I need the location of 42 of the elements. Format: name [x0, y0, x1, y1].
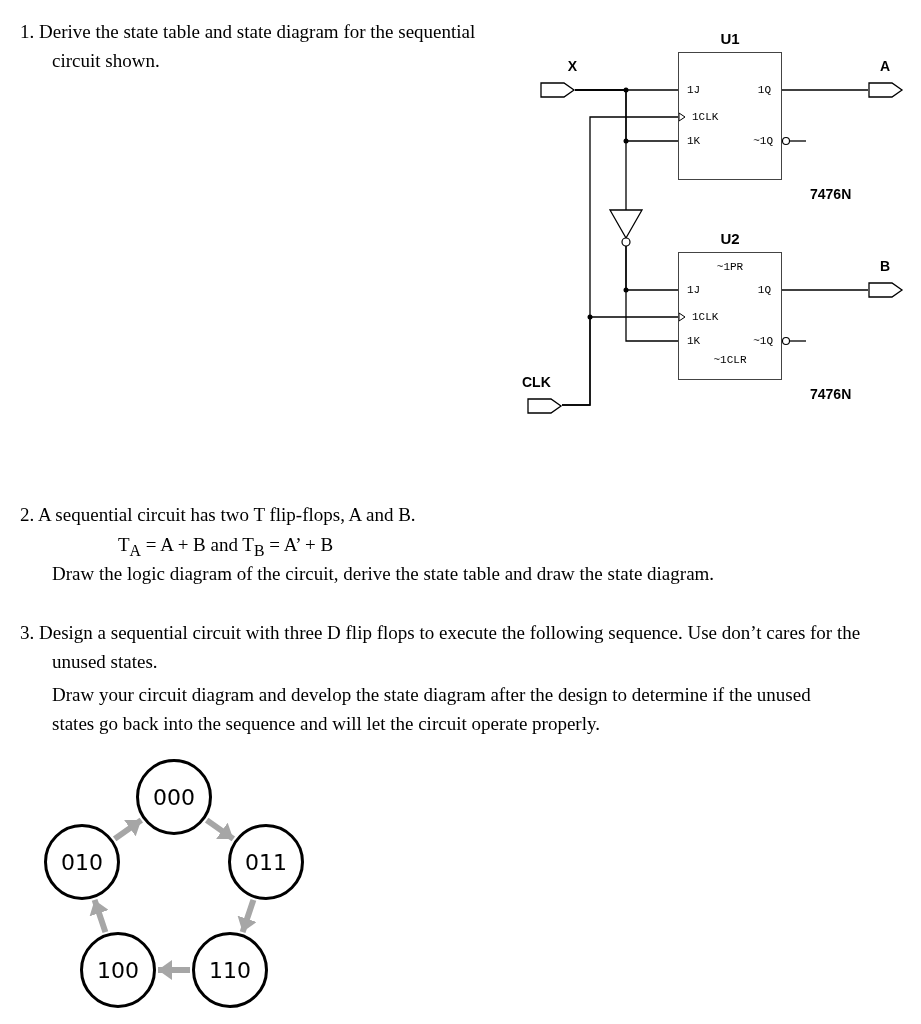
- wire: [561, 316, 679, 406]
- wire: [781, 289, 869, 291]
- pin-label: 1Q: [757, 84, 771, 97]
- question-text: 1. Derive the state table and state diagram for the sequential circuit shown.: [20, 20, 477, 73]
- state-circle: 000: [136, 759, 212, 835]
- part-number: 7476N: [810, 186, 852, 202]
- pin-label: 1Q: [757, 284, 771, 297]
- port-label: A: [878, 58, 892, 74]
- state-circle: 100: [80, 932, 156, 1008]
- pin-label: 1J: [687, 284, 701, 297]
- question-text: 2. A sequential circuit has two T flip-flops, A and B.: [20, 503, 417, 527]
- pin-label: 1K: [687, 335, 701, 348]
- pin-label: ~1Q: [753, 335, 773, 348]
- transition-arrow: [158, 960, 190, 980]
- transition-arrow: [112, 817, 144, 842]
- transition-arrow: [204, 817, 236, 842]
- port-label: B: [878, 258, 892, 274]
- state-circle: 010: [44, 824, 120, 900]
- transition-arrow: [237, 898, 257, 934]
- pin-label: ~1PR: [715, 261, 745, 274]
- pin-label: ~1CLR: [712, 354, 748, 367]
- state-circle: 011: [228, 824, 304, 900]
- pin-label: 1K: [687, 135, 701, 148]
- question-text: Draw the logic diagram of the circuit, derive the state table and draw the state diagram.: [52, 562, 716, 586]
- wire: [625, 245, 679, 342]
- question-text: Draw your circuit diagram and develop the state diagram after the design to determine if the unused states go back into the sequence and will let the circuit operate properly.: [52, 683, 812, 736]
- chip-label: U1: [719, 30, 741, 47]
- pin-label: 1CLK: [692, 111, 719, 124]
- port-label: X: [566, 58, 577, 74]
- question-text: 3. Design a sequential circuit with three D flip flops to execute the following sequence. Use don’t cares for the unused states.: [20, 621, 862, 674]
- port-label: CLK: [522, 374, 552, 390]
- wire: [781, 89, 869, 91]
- equation: T$_{A}$ = A + B and T$_{B}$ = A’ + B: [118, 533, 335, 561]
- inverter-symbol: [608, 208, 644, 250]
- transition-arrow: [89, 898, 109, 934]
- pin-label: ~1Q: [753, 135, 773, 148]
- pin-label: 1J: [687, 84, 701, 97]
- state-circle: 110: [192, 932, 268, 1008]
- pin-label: 1CLK: [692, 311, 719, 324]
- part-number: 7476N: [810, 386, 852, 402]
- wire: [574, 89, 627, 211]
- chip-label: U2: [719, 230, 741, 247]
